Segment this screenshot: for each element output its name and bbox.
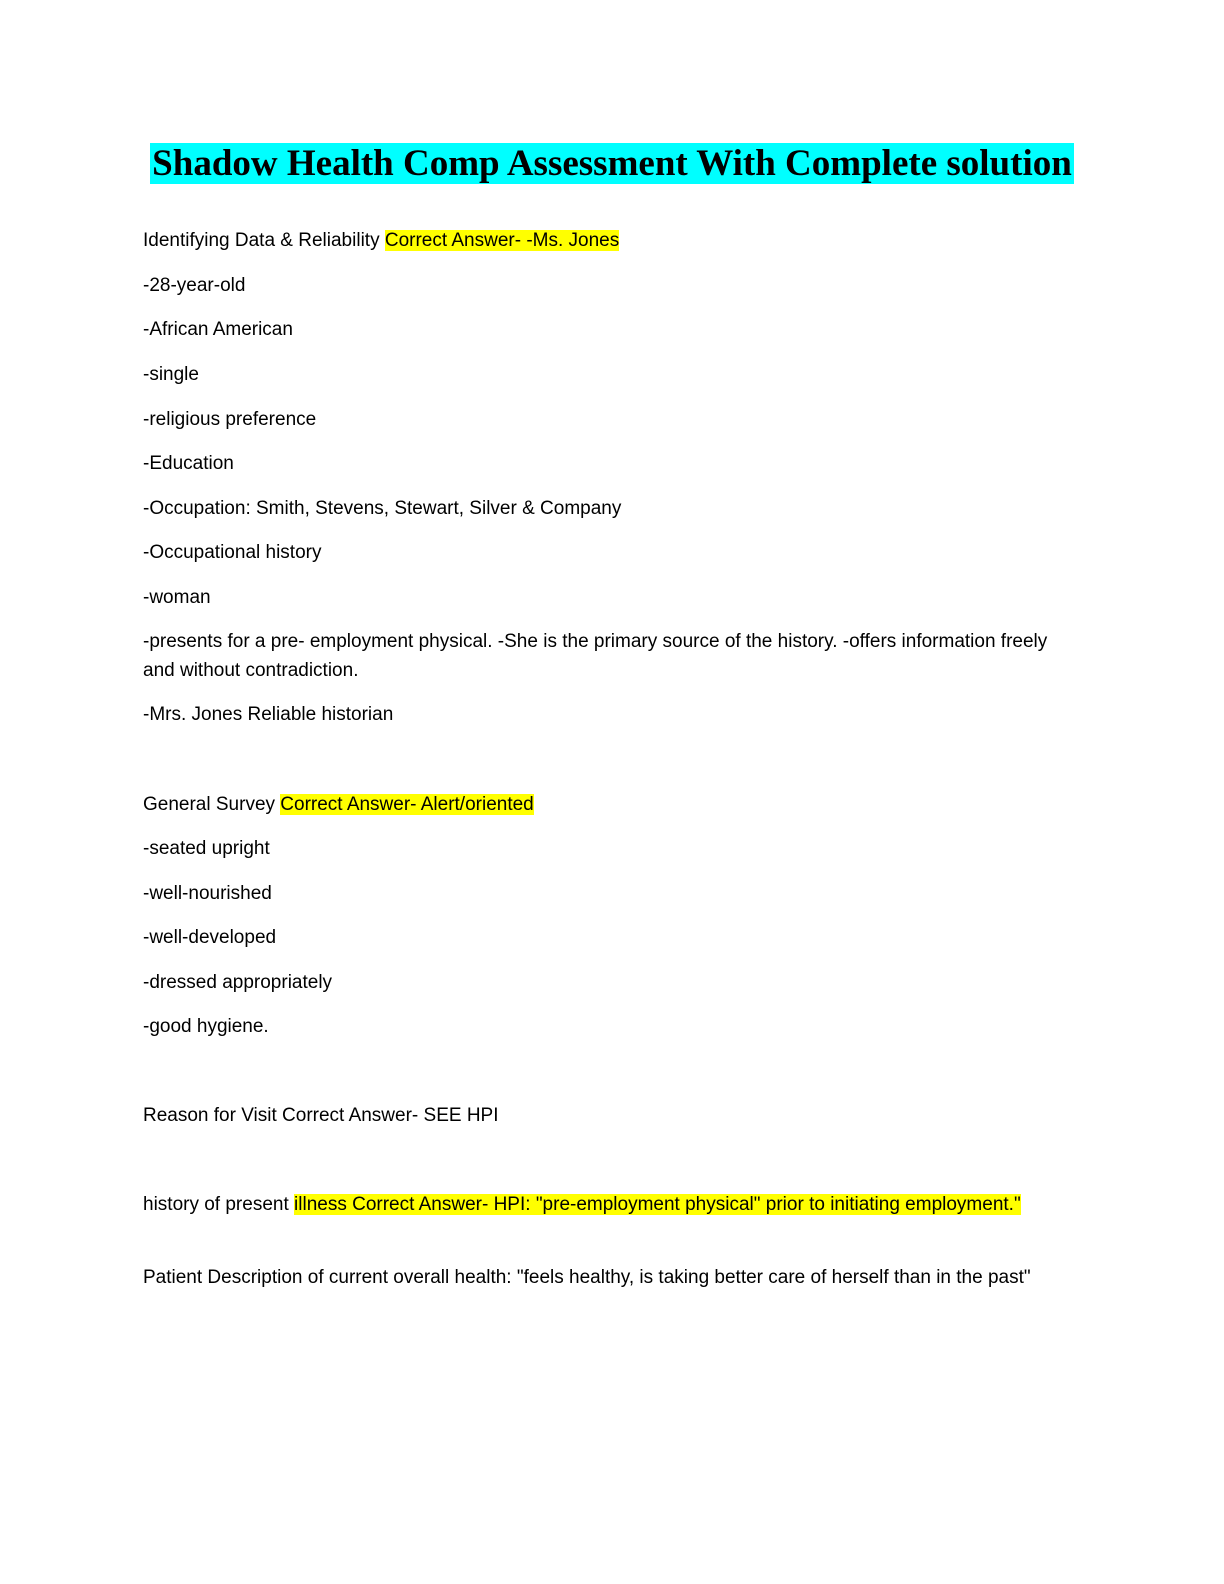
paragraph: -good hygiene. (143, 1012, 1073, 1041)
paragraph: -Education (143, 449, 1073, 478)
paragraph-text: -Mrs. Jones Reliable historian (143, 704, 394, 725)
paragraph-text: General Survey (143, 794, 281, 815)
paragraph-text: -well-developed (143, 927, 277, 948)
paragraph: -single (143, 360, 1073, 389)
highlighted-answer: Correct Answer- Alert/oriented (280, 794, 534, 815)
paragraph: -presents for a pre- employment physical… (143, 627, 1073, 685)
paragraph-text: -religious preference (143, 409, 317, 430)
paragraph: -woman (143, 583, 1073, 612)
paragraph-text: -single (143, 364, 199, 385)
paragraph-text: -seated upright (143, 838, 270, 859)
paragraph-text: -Occupational history (143, 542, 322, 563)
paragraph-text: Patient Description of current overall h… (143, 1267, 1031, 1288)
paragraph: -dressed appropriately (143, 968, 1073, 997)
paragraph-text: -African American (143, 319, 293, 340)
paragraph: -well-developed (143, 923, 1073, 952)
paragraph-text: -dressed appropriately (143, 972, 333, 993)
paragraph-text: Reason for Visit Correct Answer- SEE HPI (143, 1105, 499, 1126)
paragraph: -well-nourished (143, 879, 1073, 908)
paragraph: -seated upright (143, 834, 1073, 863)
paragraph-text: -well-nourished (143, 883, 272, 904)
paragraph-text: -28-year-old (143, 275, 246, 296)
paragraph: -religious preference (143, 405, 1073, 434)
paragraph-text: -woman (143, 587, 211, 608)
paragraph-text: -Occupation: Smith, Stevens, Stewart, Si… (143, 498, 622, 519)
paragraph-text: history of present (143, 1194, 295, 1215)
paragraph-text: Identifying Data & Reliability (143, 230, 385, 251)
document-title: Shadow Health Comp Assessment With Compl… (150, 143, 1074, 184)
paragraph: Patient Description of current overall h… (143, 1263, 1073, 1292)
paragraph: Identifying Data & Reliability Correct A… (143, 226, 1073, 255)
paragraph: -Mrs. Jones Reliable historian (143, 700, 1073, 729)
highlighted-answer: Correct Answer- -Ms. Jones (384, 230, 620, 251)
paragraph: General Survey Correct Answer- Alert/ori… (143, 790, 1073, 819)
paragraph: Reason for Visit Correct Answer- SEE HPI (143, 1101, 1073, 1130)
paragraph: -African American (143, 315, 1073, 344)
paragraph-text: -good hygiene. (143, 1016, 269, 1037)
highlighted-answer: illness Correct Answer- HPI: "pre-employ… (294, 1194, 1021, 1215)
paragraph: -Occupational history (143, 538, 1073, 567)
paragraph-text: -presents for a pre- employment physical… (143, 631, 1048, 681)
paragraph: -Occupation: Smith, Stevens, Stewart, Si… (143, 494, 1073, 523)
paragraph: -28-year-old (143, 271, 1073, 300)
paragraph: history of present illness Correct Answe… (143, 1190, 1073, 1219)
paragraph-text: -Education (143, 453, 234, 474)
